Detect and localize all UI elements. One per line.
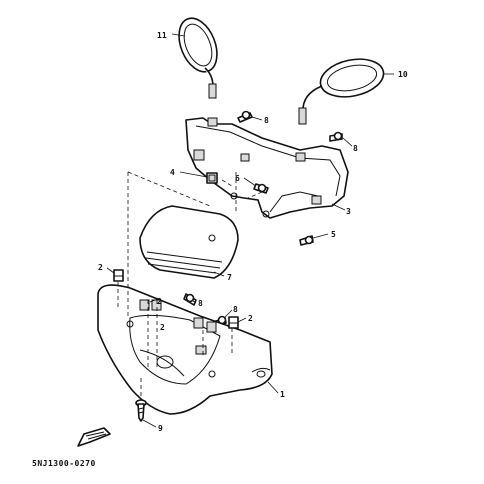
mirror-left: [178, 17, 218, 99]
callout-6: 6: [235, 174, 240, 183]
callout-5: 5: [331, 230, 336, 239]
callout-8-right: 8: [353, 144, 358, 153]
clip-2-a: [113, 269, 124, 282]
front-cover: [97, 284, 273, 415]
callout-11: 11: [157, 31, 167, 40]
callout-7: 7: [227, 273, 232, 282]
callout-8-top: 8: [264, 116, 269, 125]
callout-labels: 11 10 8 8 4 6 3 5 7 8 2 2 8 2 2 1 9: [98, 31, 408, 433]
clip-2-b: [228, 316, 239, 329]
handlebar-cover: [185, 117, 349, 219]
nut-4: [206, 172, 218, 184]
front-arrow-icon: [77, 427, 111, 447]
mirror-right: [298, 58, 385, 125]
headlight-lens: [139, 205, 239, 279]
callout-2-right: 2: [248, 314, 253, 323]
callout-2-center: 2: [157, 297, 162, 306]
screw-6: [253, 183, 269, 194]
callout-1: 1: [280, 390, 285, 399]
screw-8-c: [183, 293, 197, 306]
diagram-code: 5NJ1300-0270: [32, 459, 96, 468]
callout-9: 9: [158, 424, 163, 433]
leader-lines: [106, 33, 394, 428]
callout-8-lower: 8: [198, 299, 203, 308]
screw-8-a: [237, 110, 253, 123]
assembly-lines: [117, 171, 263, 400]
callout-3: 3: [346, 207, 351, 216]
callout-10: 10: [398, 70, 408, 79]
callout-2-inner: 2: [160, 323, 165, 332]
screw-8-b: [329, 131, 343, 142]
callout-2-left: 2: [98, 263, 103, 272]
screw-5: [299, 235, 314, 246]
screw-9: [135, 399, 147, 422]
callout-4: 4: [170, 168, 175, 177]
callout-8-clip: 8: [233, 305, 238, 314]
